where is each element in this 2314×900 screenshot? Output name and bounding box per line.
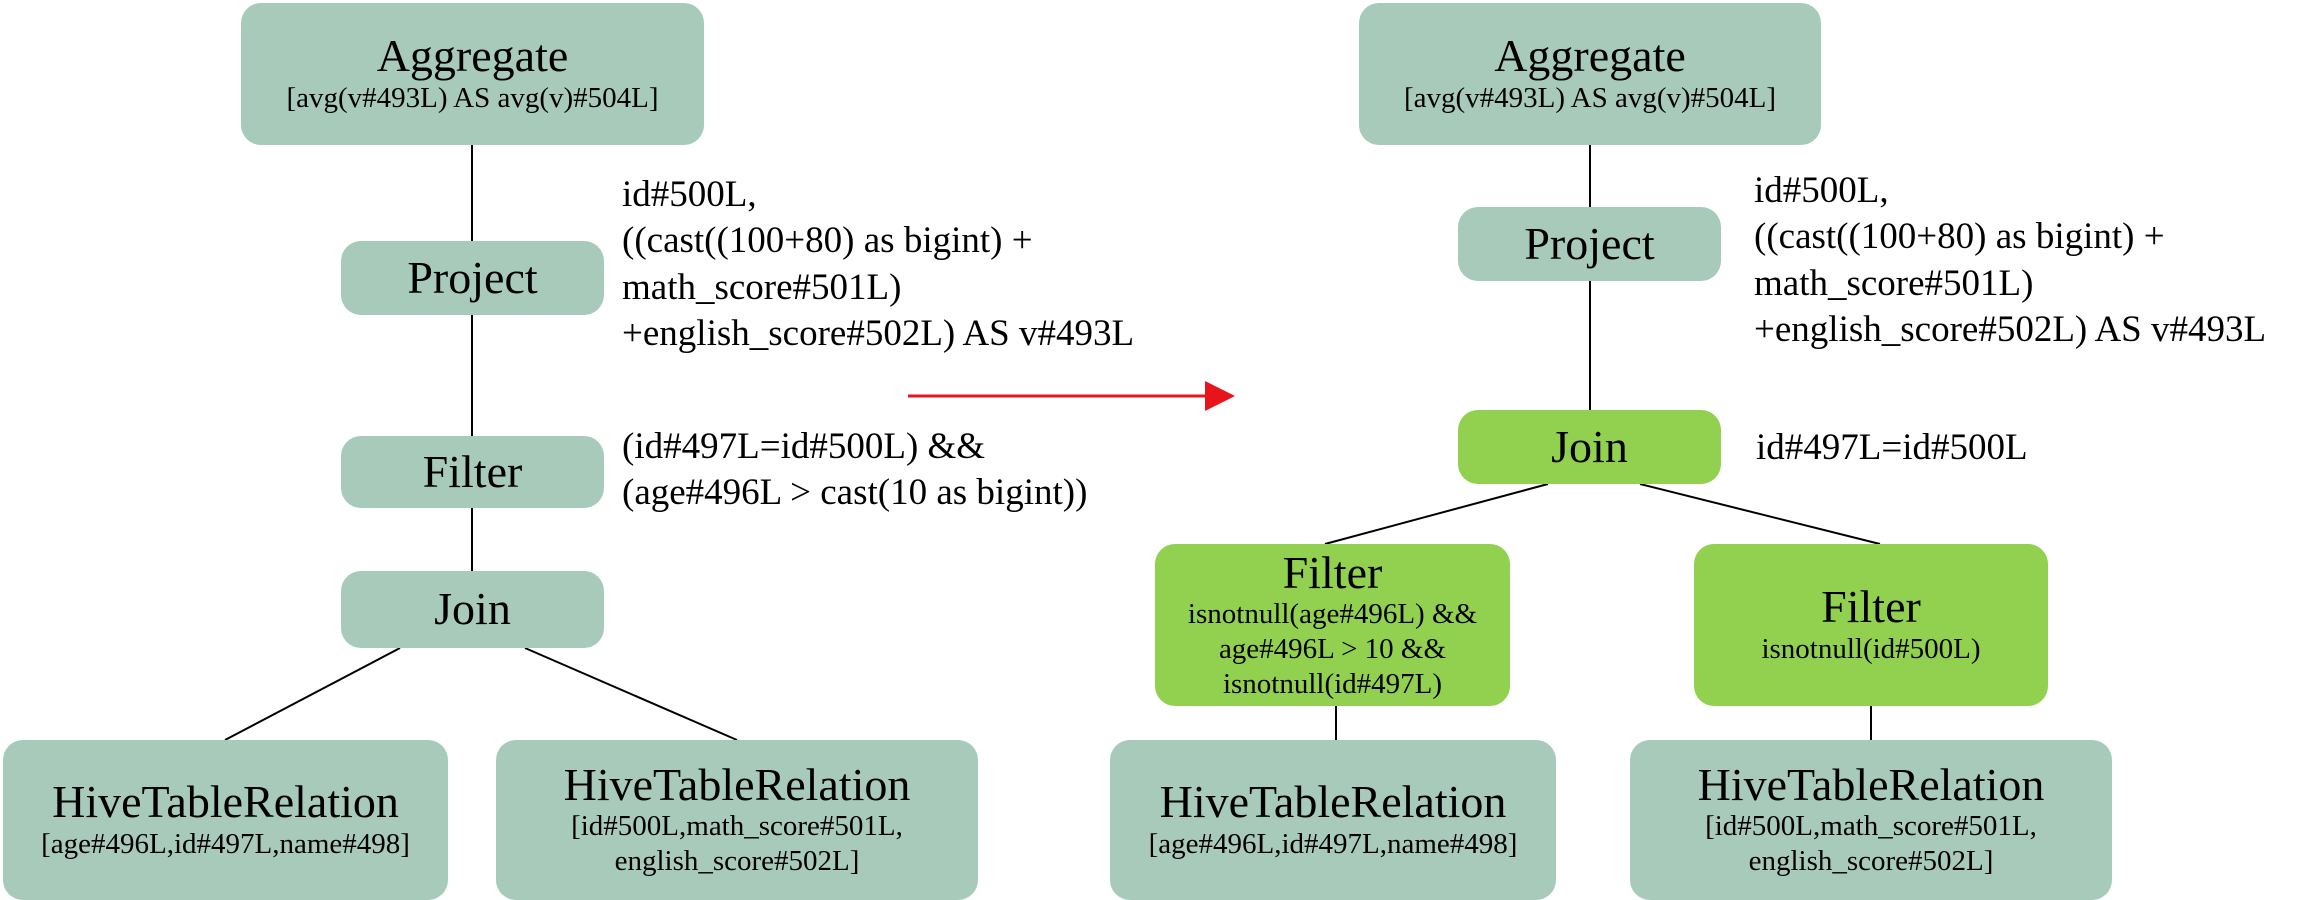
node-title: HiveTableRelation xyxy=(563,759,911,811)
expr-line: +english_score#502L) AS v#493L xyxy=(622,312,1135,354)
expr-line: +english_score#502L) AS v#493L xyxy=(1754,308,2267,350)
node-detail: [age#496L,id#497L,name#498] xyxy=(1148,827,1518,860)
expr-line: (id#497L=id#500L) && xyxy=(622,426,986,467)
node-title: HiveTableRelation xyxy=(1697,759,2045,811)
node-title: Join xyxy=(434,583,511,635)
node-title: Filter xyxy=(1821,581,1921,633)
expr-line: id#500L, xyxy=(1754,170,1889,211)
node-title: Filter xyxy=(1282,546,1383,598)
expr-line: math_score#501L) xyxy=(1754,262,2034,304)
expr-line: id#500L, xyxy=(622,174,757,215)
left-relation-a-node: HiveTableRelation [age#496L,id#497L,name… xyxy=(3,740,448,900)
left-filter-node: Filter xyxy=(341,436,604,508)
expr-line: (age#496L > cast(10 as bigint)) xyxy=(622,472,1088,514)
left-project-node: Project xyxy=(341,241,604,315)
left-aggregate-node: Aggregate [avg(v#493L) AS avg(v)#504L] xyxy=(241,3,704,145)
edge-left-join-relation-a xyxy=(224,647,401,741)
node-detail-line: isnotnull(age#496L) && xyxy=(1187,597,1478,630)
right-project-expression: id#500L, ((cast((100+80) as bigint) + ma… xyxy=(1754,168,2266,353)
node-detail: [age#496L,id#497L,name#498] xyxy=(41,827,410,860)
node-detail-line: age#496L > 10 && xyxy=(1218,632,1447,665)
left-join-node: Join xyxy=(341,571,604,648)
node-title: HiveTableRelation xyxy=(1159,776,1507,828)
right-aggregate-node: Aggregate [avg(v#493L) AS avg(v)#504L] xyxy=(1359,3,1821,145)
node-title: Project xyxy=(407,251,538,303)
node-title: HiveTableRelation xyxy=(52,776,399,828)
node-title: Join xyxy=(1551,420,1628,472)
expr-line: ((cast((100+80) as bigint) + xyxy=(1754,216,2165,258)
node-detail: [avg(v#493L) AS avg(v)#504L] xyxy=(286,81,659,114)
right-project-node: Project xyxy=(1458,207,1721,281)
left-relation-b-node: HiveTableRelation [id#500L,math_score#50… xyxy=(496,740,978,900)
expr-line: ((cast((100+80) as bigint) + xyxy=(622,220,1033,262)
right-join-node: Join xyxy=(1458,410,1721,484)
expr-line: math_score#501L) xyxy=(622,266,902,308)
edge-right-join-filter-b xyxy=(1639,483,1881,545)
node-detail: isnotnull(id#500L) xyxy=(1761,632,1981,665)
node-detail: [avg(v#493L) AS avg(v)#504L] xyxy=(1403,81,1777,114)
right-relation-b-node: HiveTableRelation [id#500L,math_score#50… xyxy=(1630,740,2112,900)
edge-right-join-filter-a xyxy=(1324,483,1549,545)
right-filter-b-node: Filter isnotnull(id#500L) xyxy=(1694,544,2048,706)
node-title: Filter xyxy=(422,445,523,497)
node-detail-line: [id#500L,math_score#501L, xyxy=(1705,810,2037,843)
node-detail-line: [id#500L,math_score#501L, xyxy=(571,810,903,843)
node-title: Project xyxy=(1524,217,1655,269)
node-title: Aggregate xyxy=(376,30,569,82)
left-filter-expression: (id#497L=id#500L) && (age#496L > cast(10… xyxy=(622,424,1087,517)
right-join-expression: id#497L=id#500L xyxy=(1756,427,2028,468)
left-project-expression: id#500L, ((cast((100+80) as bigint) + ma… xyxy=(622,172,1134,357)
node-detail-line: isnotnull(id#497L) xyxy=(1222,667,1443,700)
right-filter-a-node: Filter isnotnull(age#496L) && age#496L >… xyxy=(1155,544,1510,706)
node-detail-line: english_score#502L] xyxy=(614,845,860,878)
node-detail-line: english_score#502L] xyxy=(1748,845,1994,878)
edge-left-join-relation-b xyxy=(524,647,738,741)
node-title: Aggregate xyxy=(1494,30,1686,82)
right-relation-a-node: HiveTableRelation [age#496L,id#497L,name… xyxy=(1110,740,1556,900)
